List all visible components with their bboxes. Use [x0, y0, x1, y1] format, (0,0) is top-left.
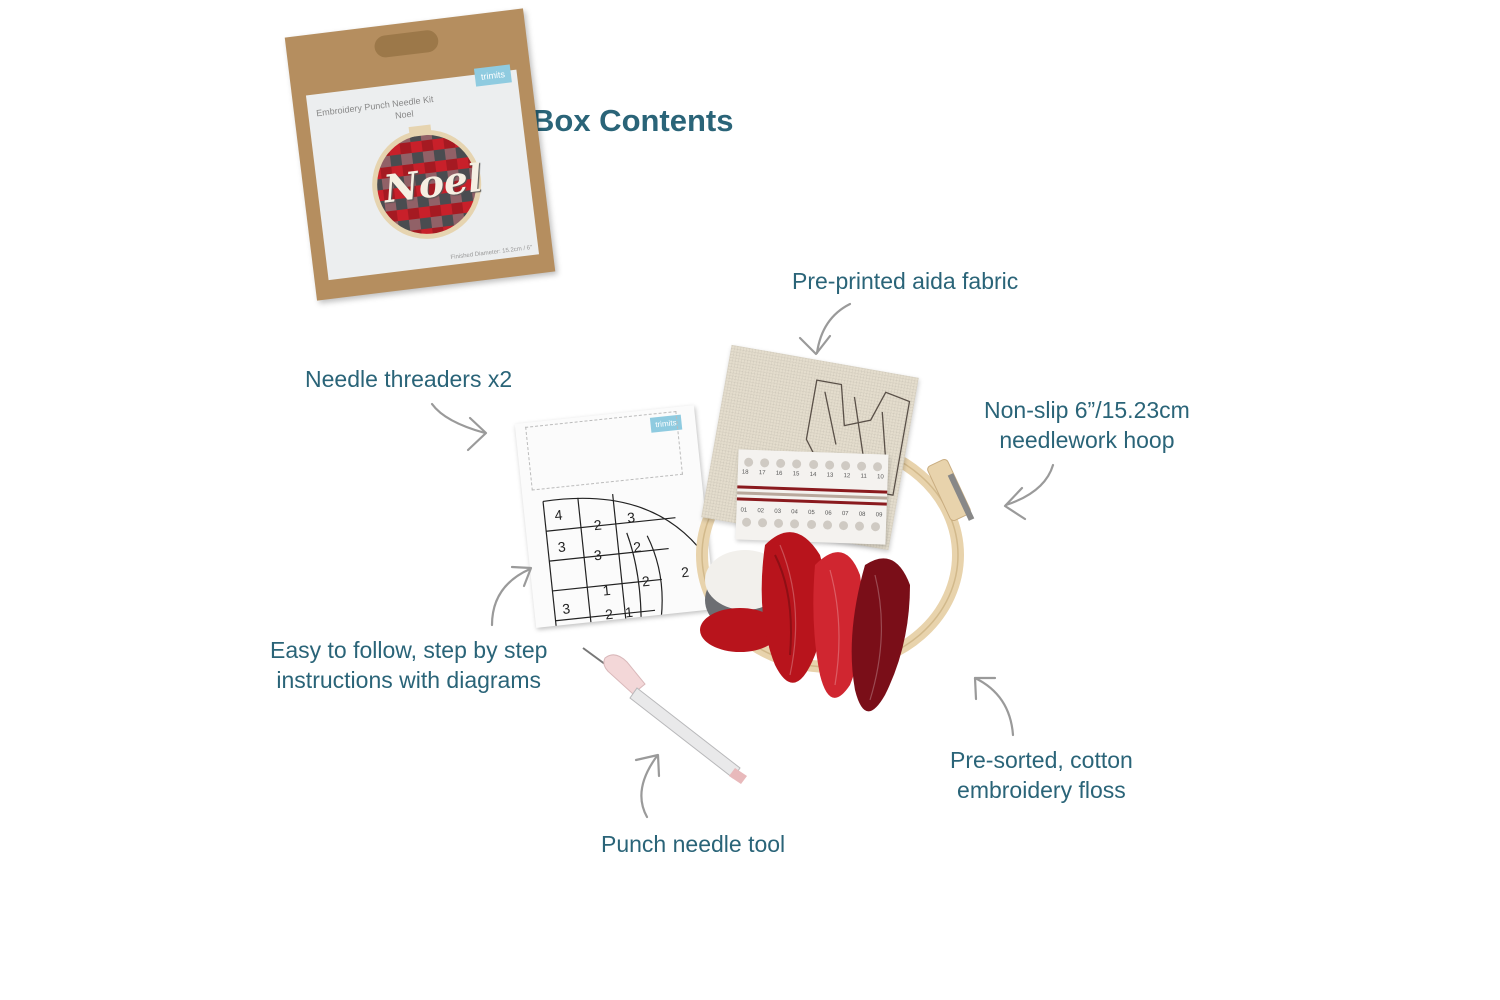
arrow-floss	[973, 676, 1015, 737]
card-number: 17	[758, 470, 766, 477]
grid-number: 2	[632, 538, 642, 555]
card-numbers-top: 18 17 16 15 14 13 12 11 10	[742, 470, 884, 481]
callout-instructions-label: Easy to follow, step by step instruction…	[270, 635, 547, 695]
card-number: 02	[757, 508, 765, 515]
card-number: 03	[774, 508, 782, 515]
grid-number: 2	[680, 564, 690, 581]
callout-threaders-label: Needle threaders x2	[305, 366, 513, 392]
card-number: 12	[843, 473, 851, 480]
page-title: Box Contents	[532, 103, 734, 138]
arrow-instructions	[490, 565, 533, 627]
card-number: 18	[741, 469, 749, 476]
callout-floss-line-2: embroidery floss	[957, 777, 1126, 803]
card-number: 16	[775, 470, 783, 477]
box-header: Embroidery Punch Needle Kit	[315, 93, 435, 119]
grid-number: 2	[641, 573, 651, 590]
callout-instructions-line-1: Easy to follow, step by step	[270, 637, 548, 663]
arrow-threaders	[430, 402, 488, 452]
punch-needle-tool	[582, 647, 747, 784]
card-number: 11	[860, 473, 867, 480]
product-box: trimits Embroidery Punch Needle Kit Noel…	[284, 8, 556, 301]
brand-badge: trimits	[473, 64, 512, 87]
box-subtitle: Noel	[394, 108, 415, 121]
box-window: trimits Embroidery Punch Needle Kit Noel…	[305, 64, 540, 281]
card-number: 01	[740, 507, 748, 514]
callout-hoop-line-2: needlework hoop	[999, 427, 1175, 453]
arrow-fabric	[798, 302, 852, 356]
card-number: 13	[826, 472, 834, 479]
callout-hoop-label: Non-slip 6”/15.23cm needlework hoop	[984, 395, 1190, 455]
floss-skein-bright-red	[813, 552, 864, 698]
grid-number: 2	[593, 516, 603, 533]
arrow-hoop	[1003, 463, 1055, 521]
grid-number: 1	[624, 604, 634, 621]
grid-number: 3	[562, 600, 572, 617]
grid-number: 3	[557, 538, 567, 555]
grid-number: 4	[554, 507, 564, 524]
card-number: 14	[809, 471, 817, 479]
callout-instructions-line-2: instructions with diagrams	[276, 667, 542, 693]
grid-number: 2	[604, 606, 614, 623]
callout-floss-label: Pre-sorted, cotton embroidery floss	[950, 745, 1133, 805]
grid-number: 3	[593, 547, 603, 564]
callout-floss-line-1: Pre-sorted, cotton	[950, 747, 1133, 773]
callout-hoop-line-1: Non-slip 6”/15.23cm	[984, 397, 1190, 423]
card-number: 10	[876, 474, 884, 481]
plaid-hoop-illustration	[372, 124, 482, 239]
floss-skein-dark-red	[851, 558, 910, 712]
instruction-sheet: trimits 4 2 3 3 3 2 3 1 2 2 2 1	[514, 405, 716, 628]
grid-number: 1	[602, 582, 612, 599]
callout-fabric-label: Pre-printed aida fabric	[792, 268, 1019, 294]
embroidery-floss	[700, 532, 910, 712]
floss-skein-red	[761, 532, 827, 683]
card-number: 15	[792, 471, 800, 478]
grid-number: 3	[626, 509, 636, 526]
sheet-diagram: 4 2 3 3 3 2 3 1 2 2 2 1	[542, 494, 705, 628]
callout-punch-tool-label: Punch needle tool	[601, 831, 786, 857]
